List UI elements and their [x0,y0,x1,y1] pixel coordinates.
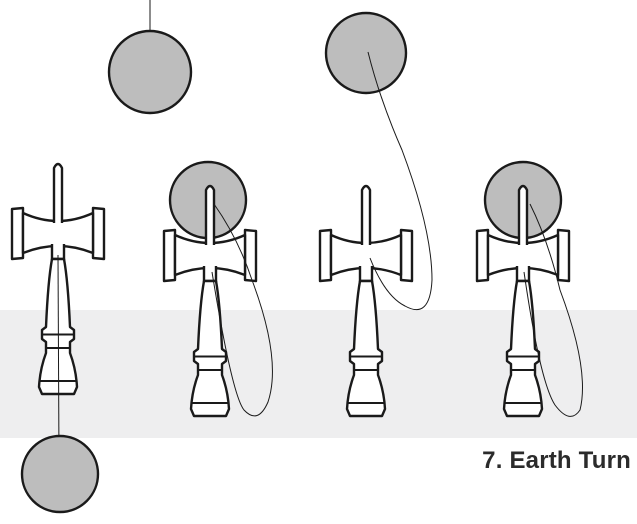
step-1-ball [20,434,100,514]
figure-caption: 7. Earth Turn [482,447,631,474]
step-2-string [211,203,273,417]
floor-band [0,310,637,438]
step-1-string [57,254,60,463]
step-1-top-ball [107,29,193,115]
step-4-string [523,203,583,417]
step-3-ball [324,11,408,95]
step-3-string [367,51,433,311]
